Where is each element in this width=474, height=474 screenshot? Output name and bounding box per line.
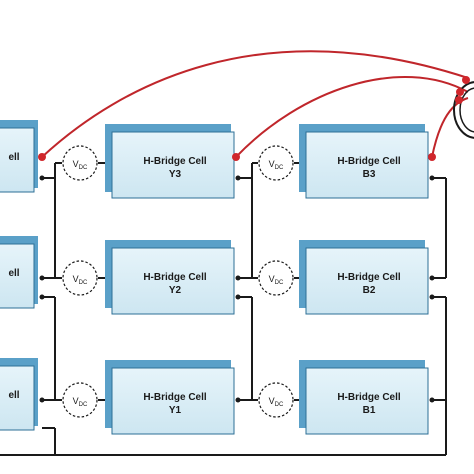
partial-cell-label: ell (8, 390, 19, 401)
phase-wire-right (431, 97, 469, 158)
phase-node-left (38, 153, 46, 161)
coil-node-b (456, 88, 464, 96)
cell-label: Y3 (169, 169, 182, 180)
junction-dot (235, 397, 241, 403)
junction-dot (429, 294, 435, 300)
vdc-symbol: V (269, 396, 275, 406)
cell-b3: H-Bridge Cell B3 (299, 124, 429, 199)
junction-dots (39, 175, 435, 403)
cell-label: B1 (363, 405, 376, 416)
svg-text:VDC: VDC (73, 274, 88, 286)
phase-wire-middle (235, 76, 469, 158)
svg-text:VDC: VDC (269, 159, 284, 171)
junction-dot (39, 275, 45, 281)
vdc-subscript: DC (79, 165, 88, 171)
vdc-symbol: V (269, 159, 275, 169)
vdc-source-y2: VDC (62, 260, 98, 296)
svg-text:VDC: VDC (73, 396, 88, 408)
svg-text:VDC: VDC (269, 274, 284, 286)
junction-dot (39, 397, 45, 403)
vdc-source-y1: VDC (62, 382, 98, 418)
partial-cell-bot: ell (0, 358, 38, 431)
junction-dot (235, 175, 241, 181)
phase-node-right (428, 153, 436, 161)
cell-title: H-Bridge Cell (143, 392, 207, 403)
cell-title: H-Bridge Cell (337, 392, 401, 403)
coil-node-a (462, 76, 470, 84)
partial-cell-top: ell (0, 120, 38, 193)
load-coil (453, 76, 474, 139)
cell-b2: H-Bridge Cell B2 (299, 240, 429, 315)
cell-label: B3 (363, 169, 376, 180)
coil-node-c (455, 96, 463, 104)
junction-dot (235, 294, 241, 300)
partial-cell-label: ell (8, 268, 19, 279)
svg-text:VDC: VDC (73, 159, 88, 171)
junction-dot (429, 397, 435, 403)
vdc-source-b3: VDC (258, 145, 294, 181)
cell-title: H-Bridge Cell (143, 272, 207, 283)
junction-dot (429, 175, 435, 181)
junction-dot (235, 275, 241, 281)
vdc-symbol: V (73, 159, 79, 169)
partial-cell-mid: ell (0, 236, 38, 309)
vdc-symbol: V (73, 396, 79, 406)
vdc-symbol: V (269, 274, 275, 284)
cell-y1: H-Bridge Cell Y1 (105, 360, 235, 435)
cell-label: B2 (363, 285, 376, 296)
vdc-subscript: DC (275, 165, 284, 171)
vdc-subscript: DC (275, 402, 284, 408)
partial-cell-label: ell (8, 152, 19, 163)
vdc-source-y3: VDC (62, 145, 98, 181)
vdc-subscript: DC (275, 280, 284, 286)
vdc-symbol: V (73, 274, 79, 284)
cell-b1: H-Bridge Cell B1 (299, 360, 429, 435)
phase-node-middle (232, 153, 240, 161)
junction-dot (429, 275, 435, 281)
phase-wire-left (41, 50, 469, 158)
vdc-source-b1: VDC (258, 382, 294, 418)
svg-text:VDC: VDC (269, 396, 284, 408)
phase-output-nodes (38, 153, 436, 161)
cell-label: Y2 (169, 285, 182, 296)
cell-title: H-Bridge Cell (337, 156, 401, 167)
vdc-source-b2: VDC (258, 260, 294, 296)
cell-y3: H-Bridge Cell Y3 (105, 124, 235, 199)
vdc-subscript: DC (79, 402, 88, 408)
junction-dot (39, 294, 45, 300)
junction-dot (39, 175, 45, 181)
cell-title: H-Bridge Cell (337, 272, 401, 283)
vdc-subscript: DC (79, 280, 88, 286)
cell-y2: H-Bridge Cell Y2 (105, 240, 235, 315)
cell-label: Y1 (169, 405, 182, 416)
cell-title: H-Bridge Cell (143, 156, 207, 167)
